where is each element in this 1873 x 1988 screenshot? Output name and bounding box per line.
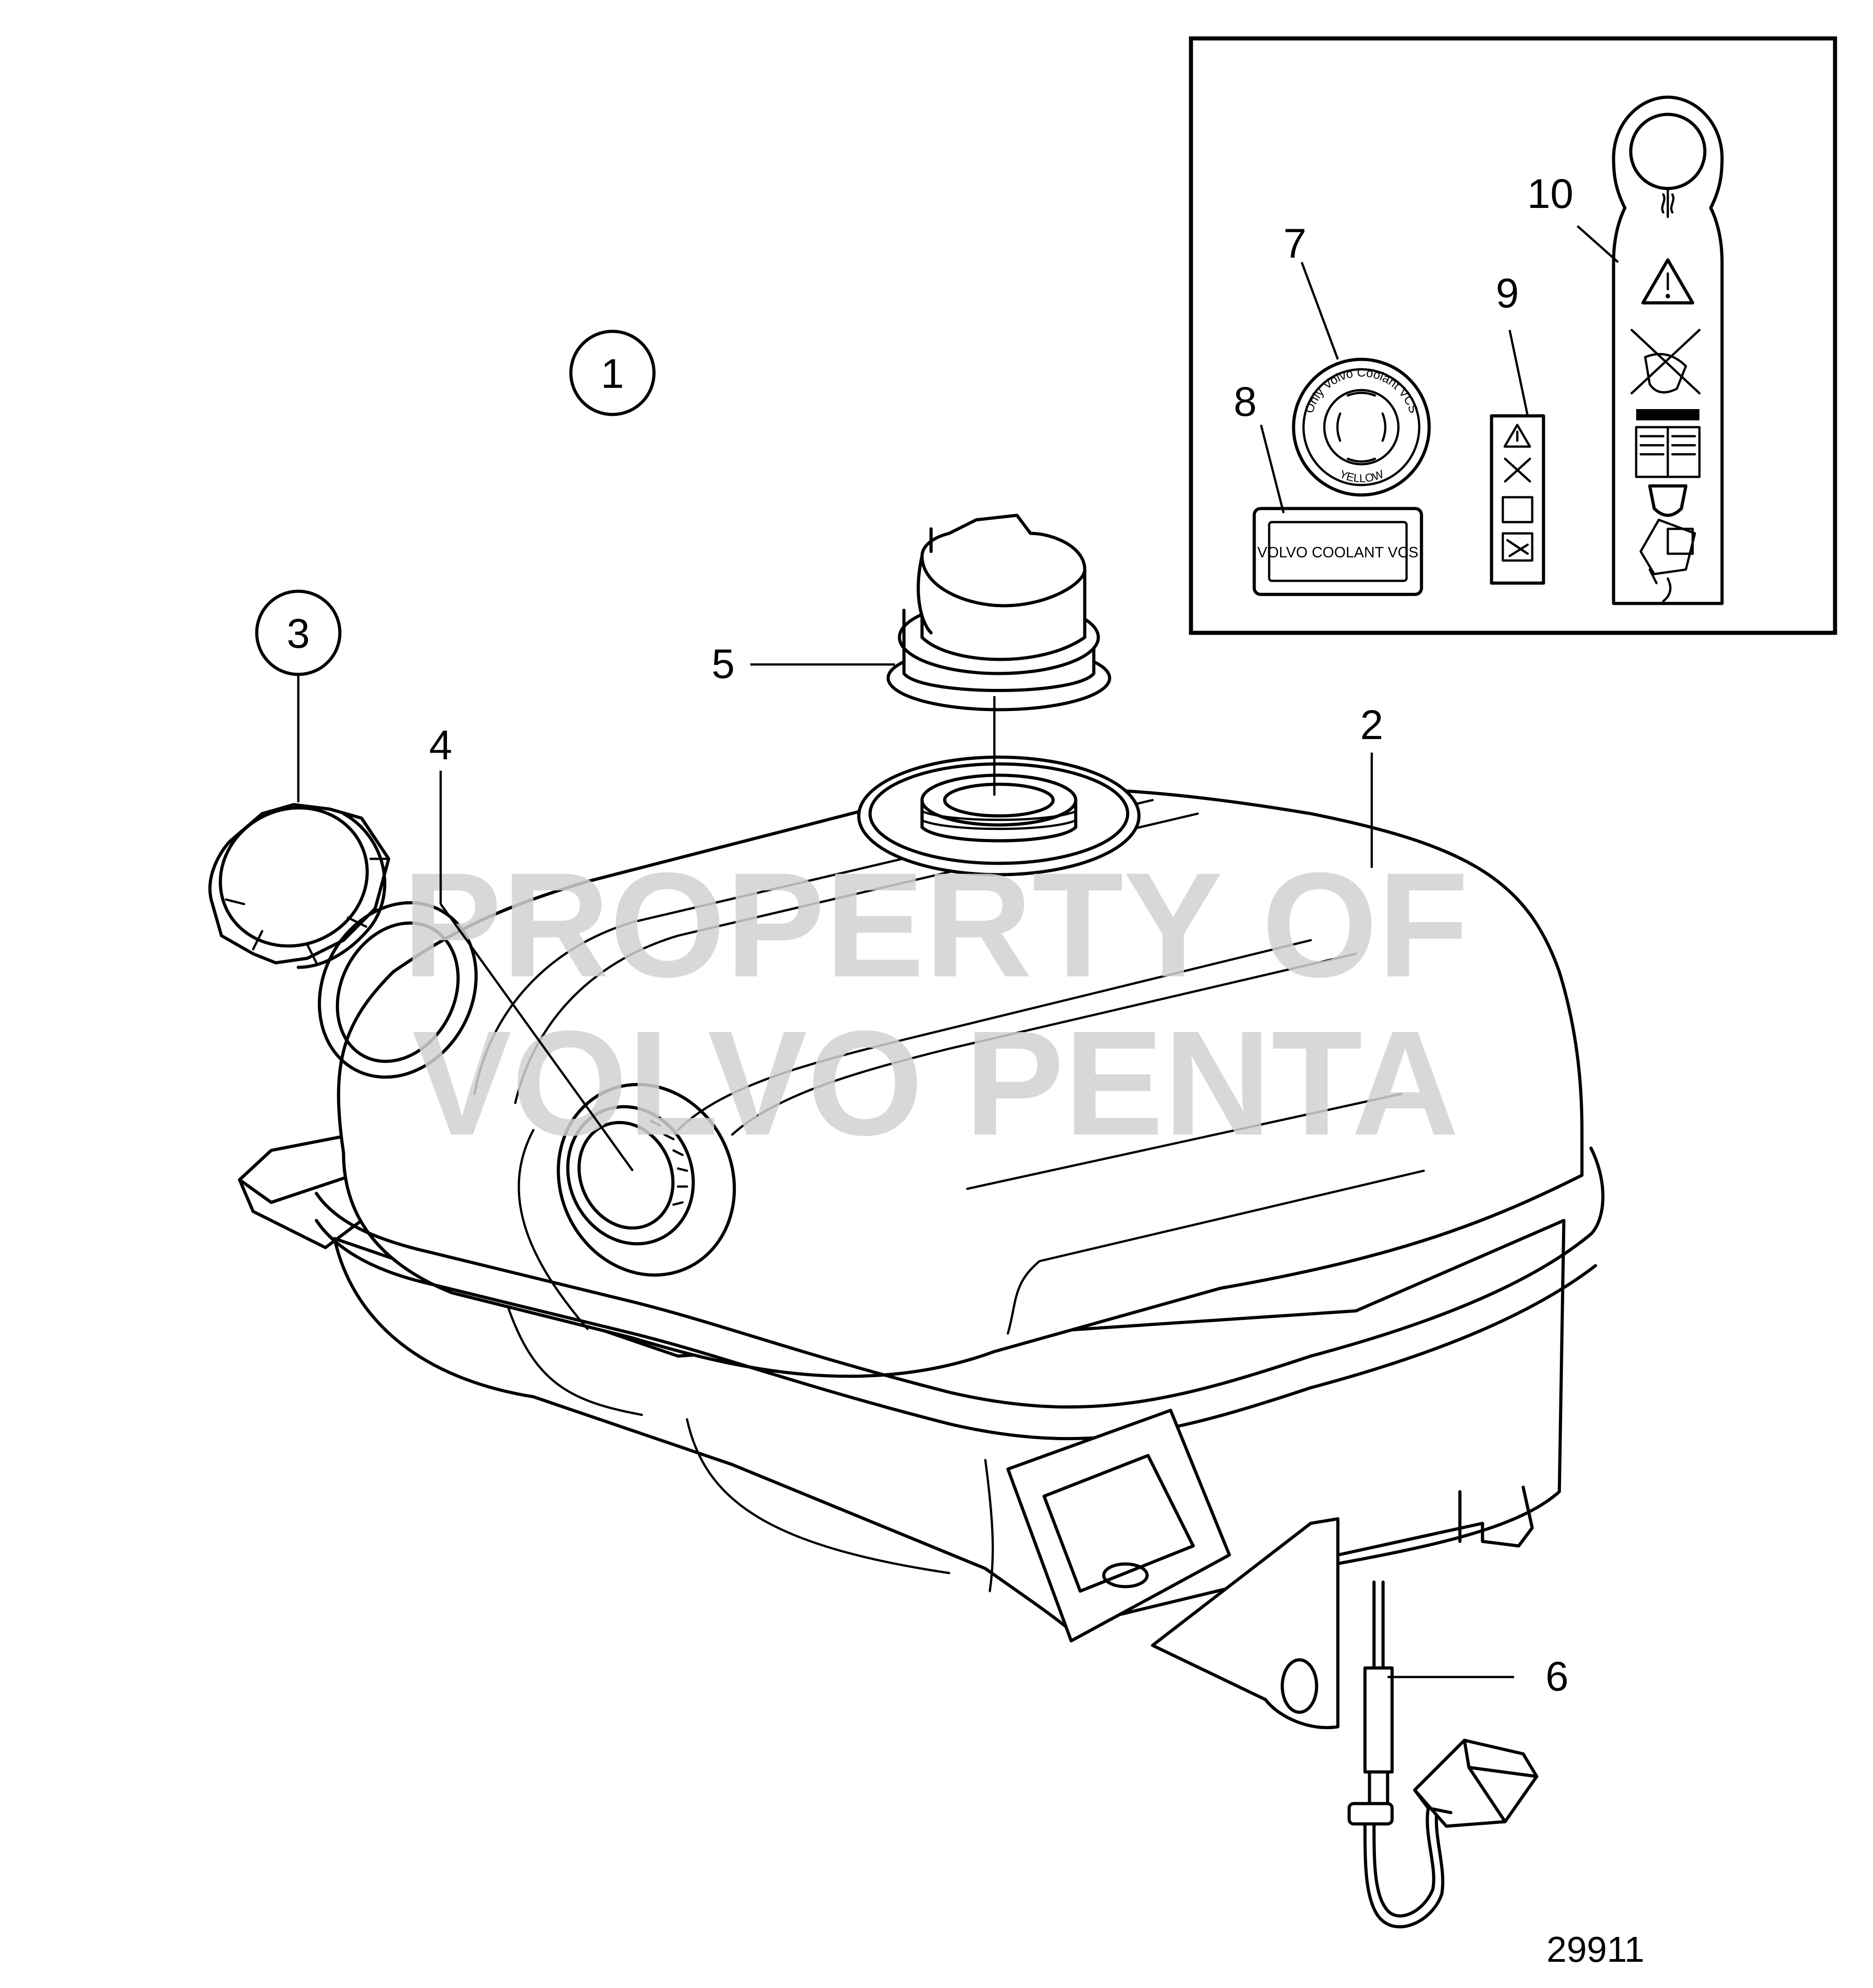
callout-3-circle	[255, 589, 342, 676]
warning-decal-9	[1490, 414, 1545, 585]
hanging-tag-10	[1612, 95, 1724, 605]
level-sensor-6	[1347, 1580, 1539, 1929]
watermark: PROPERTY OF VOLVO PENTA	[402, 841, 1468, 1166]
callout-6: 6	[1545, 1654, 1568, 1700]
callout-9: 9	[1496, 270, 1519, 316]
callout-5: 5	[711, 641, 734, 687]
callout-10: 10	[1527, 171, 1573, 217]
decal-inset-panel: VOLVO COOLANT VCS Only Volvo Coolant VCS…	[1189, 36, 1837, 635]
gasket-4	[318, 901, 478, 1079]
callout-1: 1	[601, 351, 624, 397]
callout-1-circle	[569, 330, 656, 416]
pressure-cap-5	[886, 513, 1111, 711]
watermark-line-1: PROPERTY OF	[402, 841, 1468, 1008]
callout-2: 2	[1360, 702, 1383, 748]
callout-8: 8	[1233, 379, 1257, 425]
side-cap-3	[208, 803, 391, 969]
callout-labels: 1 2 3 4 5 6 7 8 9 10	[255, 171, 1573, 1700]
drawing-number: 29911	[1547, 1929, 1645, 1969]
sticker-8-text: VOLVO COOLANT VCS	[1257, 544, 1418, 561]
callout-leaders	[297, 663, 1514, 1678]
callout-7: 7	[1283, 221, 1306, 267]
coolant-sticker-8: VOLVO COOLANT VCS	[1252, 507, 1423, 596]
callout-4: 4	[429, 722, 452, 768]
watermark-line-2: VOLVO PENTA	[412, 999, 1459, 1166]
expansion-tank-2	[238, 755, 1605, 1729]
callout-3: 3	[287, 611, 310, 657]
